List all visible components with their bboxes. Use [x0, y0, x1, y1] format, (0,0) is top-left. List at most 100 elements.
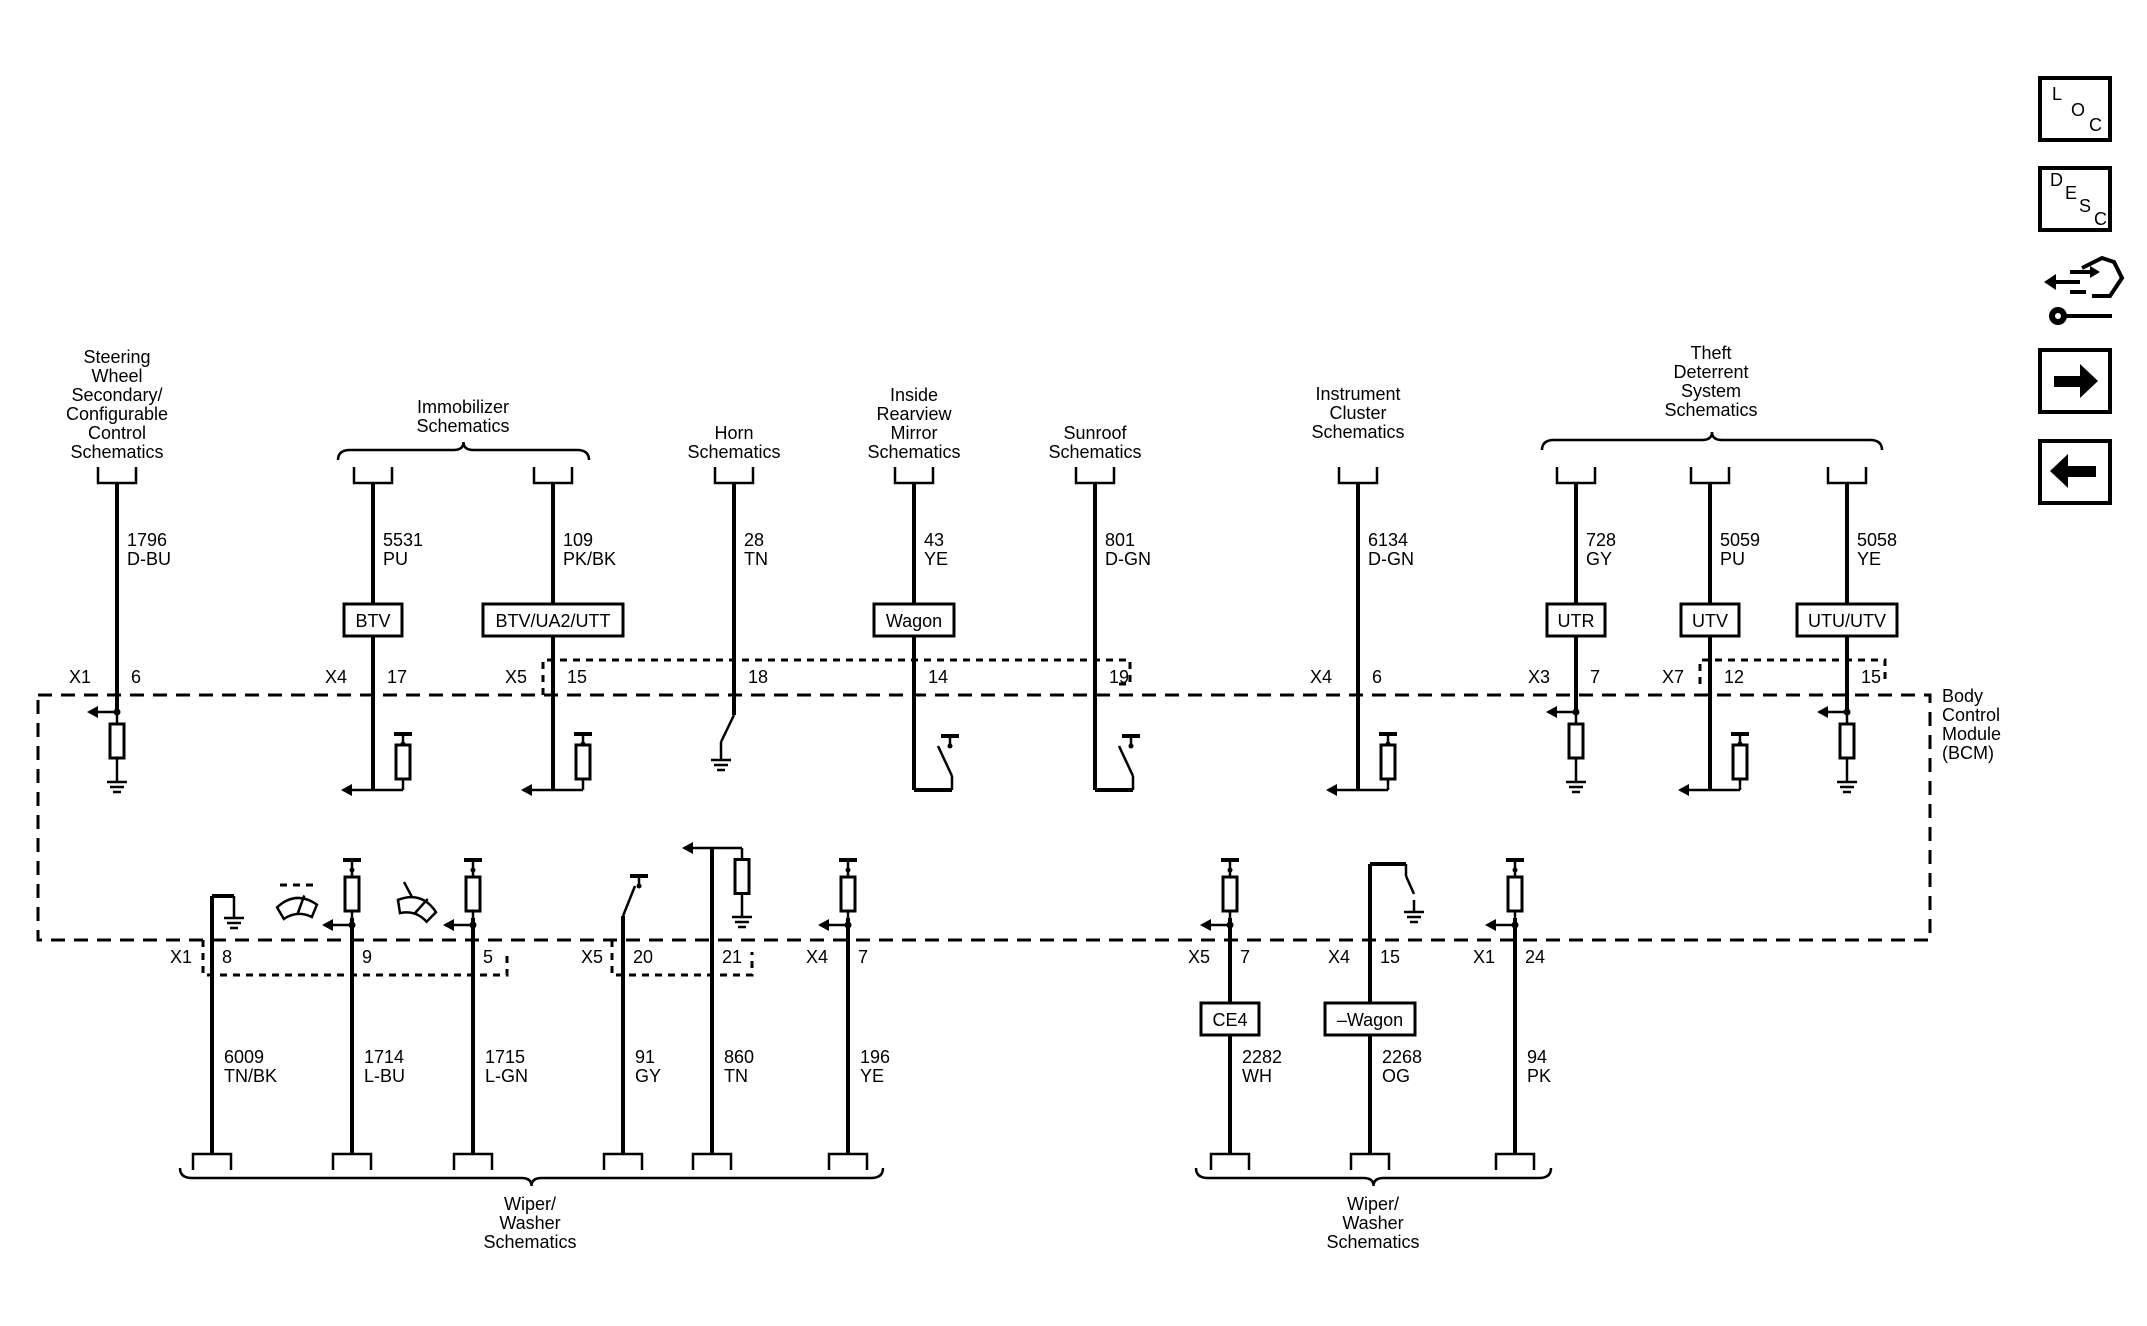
theft-dest-line: System — [1681, 381, 1741, 401]
wire-number: 109 — [563, 530, 593, 550]
wire-color: TN/BK — [224, 1066, 277, 1086]
connector-id: X5 — [505, 667, 527, 687]
immobilizer-dest-line: Schematics — [416, 416, 509, 436]
arrow-left-icon — [2050, 454, 2096, 488]
dest-label-line: Schematics — [1048, 442, 1141, 462]
pull-up-icon — [1122, 734, 1140, 749]
theft-dest-line: Deterrent — [1673, 362, 1748, 382]
option-label: UTR — [1558, 611, 1595, 631]
pin-number: 18 — [748, 667, 768, 687]
circuit-mirror: InsideRearviewMirrorSchematics43YE14Wago… — [867, 385, 961, 700]
wire-number: 1714 — [364, 1047, 404, 1067]
pin-number: 15 — [567, 667, 587, 687]
wire-color: YE — [860, 1066, 884, 1086]
resistor-body — [1838, 722, 1856, 760]
wiper-right-dest-line: Wiper/ — [1347, 1194, 1399, 1214]
resistor-icon — [1506, 870, 1524, 918]
resistor-icon — [574, 743, 592, 781]
connector-symbol — [532, 467, 574, 485]
ground-icon — [1404, 900, 1424, 924]
theft-dest-line: Schematics — [1664, 400, 1757, 420]
pin-number: 8 — [222, 947, 232, 967]
loc-button[interactable]: LOC — [2038, 76, 2112, 142]
wire-number: 860 — [724, 1047, 754, 1067]
wire-color: GY — [1586, 549, 1612, 569]
pin-number: 21 — [722, 947, 742, 967]
resistor-body — [733, 858, 751, 895]
connector-symbol — [1337, 467, 1379, 485]
resistor-body — [464, 875, 482, 913]
dest-label-line: Schematics — [687, 442, 780, 462]
wire-color: TN — [724, 1066, 748, 1086]
nav-box-frame — [2038, 76, 2112, 142]
arrow-icon — [818, 919, 829, 931]
resistor-icon — [1379, 743, 1397, 781]
dest-label-line: Mirror — [891, 423, 938, 443]
arrow-icon — [1546, 706, 1557, 718]
wiper-right-dest-line: Washer — [1342, 1213, 1403, 1233]
connector-symbol — [713, 467, 755, 485]
pin-number: 6 — [131, 667, 141, 687]
resistor-body — [1221, 875, 1239, 913]
resistor-icon — [394, 743, 412, 781]
option-label: Wagon — [886, 611, 942, 631]
connector-id: X1 — [69, 667, 91, 687]
wiper-icon — [275, 895, 319, 921]
resistor-body — [394, 743, 412, 781]
connector-symbol — [191, 1152, 233, 1170]
bcm-internal-top — [87, 700, 1857, 796]
connector-id: X5 — [1188, 947, 1210, 967]
resistor-icon — [343, 870, 361, 918]
next-button[interactable] — [2038, 348, 2112, 414]
connector-outline-x5-bottom — [610, 940, 754, 977]
pin-number: 7 — [858, 947, 868, 967]
connector-id: X7 — [1662, 667, 1684, 687]
arrow-icon — [1485, 919, 1496, 931]
resistor-body — [1506, 875, 1524, 913]
dest-label-line: Horn — [714, 423, 753, 443]
bcm-outline — [36, 693, 1932, 942]
resistor-icon — [1731, 743, 1749, 781]
top-circuits: ImmobilizerSchematicsTheftDeterrentSyste… — [66, 343, 1899, 700]
bcm-label-line: (BCM) — [1942, 743, 1994, 763]
connector-view-button[interactable] — [2044, 255, 2125, 325]
dest-label-line: Schematics — [70, 442, 163, 462]
ground-icon — [1837, 770, 1857, 794]
ground-icon — [732, 905, 752, 929]
wire-number: 43 — [924, 530, 944, 550]
pin-number: 12 — [1724, 667, 1744, 687]
desc-letter-c: C — [2094, 209, 2107, 229]
resistor-body — [839, 875, 857, 913]
wire-number: 5058 — [1857, 530, 1897, 550]
connector-symbol — [691, 1152, 733, 1170]
wire-color: L-BU — [364, 1066, 405, 1086]
wiper-right-dest-line: Schematics — [1326, 1232, 1419, 1252]
arrow-icon — [1678, 784, 1689, 796]
bcm-label-line: Body — [1942, 686, 1983, 706]
dest-label-line: Configurable — [66, 404, 168, 424]
pin-number: 17 — [387, 667, 407, 687]
connector-symbol — [96, 467, 138, 485]
arrow-icon — [341, 784, 352, 796]
wire-number: 2268 — [1382, 1047, 1422, 1067]
connector-symbol — [1074, 467, 1116, 485]
ground-icon — [711, 748, 731, 772]
arrow-icon — [682, 842, 693, 854]
previous-button[interactable] — [2038, 439, 2112, 505]
dest-label-line: Inside — [890, 385, 938, 405]
